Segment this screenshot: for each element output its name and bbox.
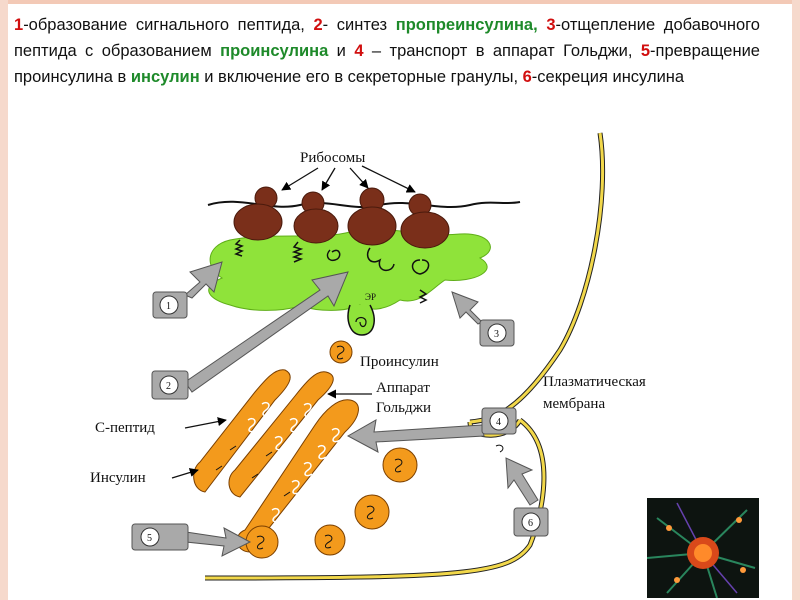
peptide-chains [234,239,430,304]
step-number: 2 [313,16,323,34]
golgi-cisterna-1 [193,369,291,493]
step-arrow-2: 2 [151,271,349,400]
step-number: 5 [640,42,651,60]
slide-caption: 1-образование сигнального пептида, 2- си… [14,12,760,90]
secretory-granules [245,447,418,559]
ribosome-group [233,186,450,249]
step-arrow-3: 3 [451,291,515,347]
step-arrow-6: 6 [505,457,549,537]
step-badge-number: 1 [166,301,171,312]
ribosome-pointer-arrows [281,165,416,193]
highlight-term: проинсулина [220,42,329,60]
highlight-term: пропреинсулина, [395,16,538,34]
endoplasmic-reticulum [208,229,491,311]
caption-text: -превращение проинсулина в [14,42,760,86]
slide-right-border [792,0,800,600]
step-badge-number: 2 [166,381,171,392]
caption-text: -образование сигнального пептида, [23,16,314,34]
step-arrow-1: 1 [152,261,223,319]
step-badge-number: 6 [528,518,533,529]
step-badge-number: 3 [494,329,499,340]
ribosome-large-3 [347,206,397,246]
step-arrow-4: 4 [346,407,517,453]
caption-text: -секреция инсулина [531,68,685,86]
step-number: 4 [354,42,364,60]
golgi-apparatus [193,369,359,553]
highlight-term: инсулин [130,68,200,86]
step-number: 1 [14,16,24,34]
granule-curls [256,444,504,550]
insulin-label: Инсулин [90,470,146,486]
caption-text: и [328,42,355,60]
membrane-label-line1: Плазматическая [543,374,646,390]
insulin-pointer [171,468,199,479]
step-arrow-5: 5 [131,523,252,557]
caption-text: - синтез [322,16,396,34]
ribosome-large-1 [233,203,283,241]
er-label: ЭР [365,292,376,302]
neuron-image [647,498,759,598]
ribosome-large-4 [400,211,450,249]
slide-top-border [0,0,800,4]
step-badge-number: 4 [496,417,501,428]
step-number: 3 [546,16,556,34]
golgi-label-line2: Гольджи [376,400,431,416]
step-badge-number: 5 [147,533,152,544]
proinsulin-granule [329,340,353,364]
proinsulin-label: Проинсулин [360,354,439,370]
caption-text: и включение его в секреторные гранулы, [199,68,523,86]
slide-left-border [0,0,8,600]
secretory-granule [314,524,346,556]
c-peptide-pointer [184,417,227,429]
ribosome-large-2 [293,208,339,244]
er-bud-curl [355,316,367,328]
golgi-curls [247,401,341,523]
er-bud [347,304,375,336]
step-number: 6 [522,68,532,86]
c-peptide-label: С-пептид [95,420,155,436]
ribosomes-label: Рибосомы [300,150,365,166]
caption-text: – транспорт в аппарат Гольджи, [363,42,641,60]
membrane-label-line2: мембрана [543,396,605,412]
golgi-label-line1: Аппарат [376,380,430,396]
caption-text: -отщепление добавочного пептида с образо… [14,16,760,60]
